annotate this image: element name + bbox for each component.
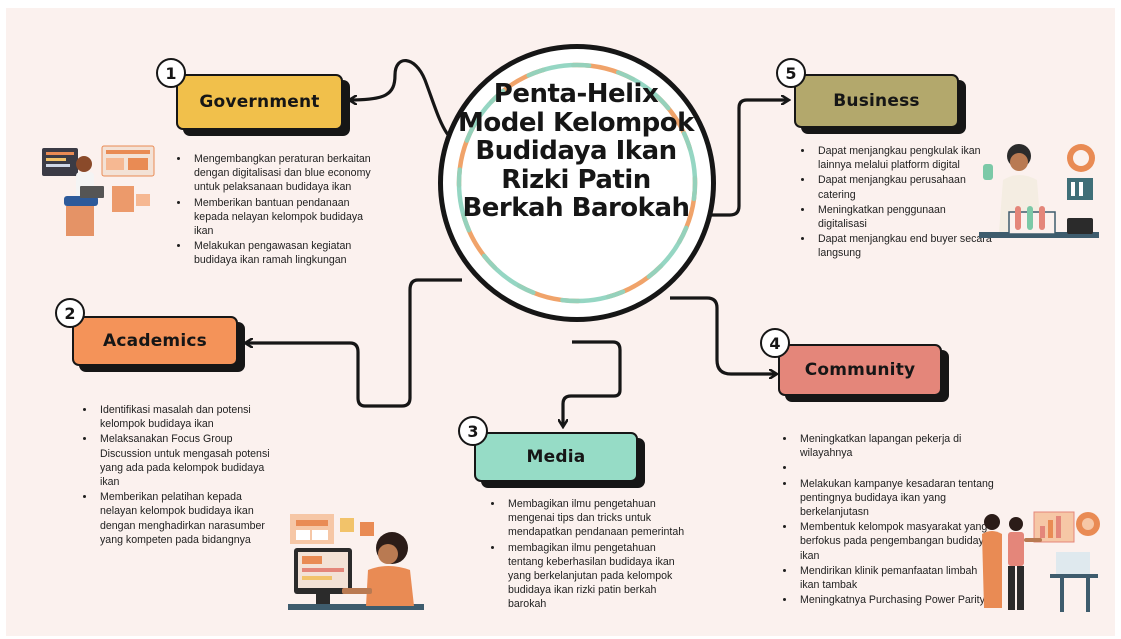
node-label-community: Community: [804, 360, 916, 380]
list-item: Memberikan pelatihan kepada nelayan kelo…: [96, 490, 276, 547]
list-item: Mengembangkan peraturan berkaitan dengan…: [190, 152, 380, 195]
list-item: Memberikan bantuan pendanaan kepada nela…: [190, 196, 380, 239]
node-label-business: Business: [833, 91, 920, 111]
list-item: [796, 461, 996, 475]
node-community: Community: [778, 344, 942, 396]
list-item: Membagikan ilmu pengetahuan mengenai tip…: [504, 497, 690, 540]
list-item: Meningkatkan penggunaan digitalisasi: [814, 203, 994, 231]
list-item: Dapat menjangkau perusahaan catering: [814, 173, 994, 201]
list-item: Identifikasi masalah dan potensi kelompo…: [96, 403, 276, 431]
person-laptop-illustration: [42, 145, 155, 236]
list-item: Dapat menjangkau end buyer secara langsu…: [814, 232, 994, 260]
node-label-academics: Academics: [103, 331, 207, 351]
connector-media: [563, 340, 622, 426]
list-item: Melakukan kampanye kesadaran tentang pen…: [796, 477, 996, 520]
academics-bullets: Identifikasi masalah dan potensi kelompo…: [82, 403, 276, 548]
business-bullets: Dapat menjangkau pengkulak ikan lainnya …: [800, 144, 994, 262]
node-business: Business: [794, 74, 959, 128]
connector-community: [670, 296, 776, 374]
list-item: membagikan ilmu pengetahuan tentang kebe…: [504, 541, 690, 612]
list-item: Meningkatkan lapangan pekerja di wilayah…: [796, 432, 996, 460]
scientist-illustration: [979, 144, 1099, 238]
connector-business: [700, 100, 788, 217]
list-item: Melaksanakan Focus Group Discussion untu…: [96, 432, 276, 489]
center-title: Penta-Helix Model Kelompok Budidaya Ikan…: [458, 79, 694, 223]
woman-computer-illustration: [288, 514, 424, 610]
node-government: Government: [176, 74, 343, 130]
list-item: Meningkatnya Purchasing Power Parity: [796, 593, 996, 607]
center-circle: [438, 44, 716, 322]
node-number-business: 5: [776, 58, 806, 88]
dashed-ring: [456, 62, 698, 304]
connector-government: [350, 59, 471, 148]
list-item: Membentuk kelompok masyarakat yang berfo…: [796, 520, 996, 563]
node-number-community: 4: [760, 328, 790, 358]
list-item: Melakukan pengawasan kegiatan budidaya i…: [190, 239, 380, 267]
list-item: Mendirikan klinik pemanfaatan limbah ika…: [796, 564, 996, 592]
connector-academics: [246, 278, 462, 408]
government-bullets: Mengembangkan peraturan berkaitan dengan…: [176, 152, 380, 269]
node-label-government: Government: [199, 92, 320, 112]
community-bullets: Meningkatkan lapangan pekerja di wilayah…: [782, 432, 996, 608]
media-bullets: Membagikan ilmu pengetahuan mengenai tip…: [490, 497, 690, 613]
list-item: Dapat menjangkau pengkulak ikan lainnya …: [814, 144, 994, 172]
team-presentation-illustration: [982, 511, 1100, 612]
node-academics: Academics: [72, 316, 238, 366]
node-number-government: 1: [156, 58, 186, 88]
node-media: Media: [474, 432, 638, 482]
node-number-media: 3: [458, 416, 488, 446]
node-number-academics: 2: [55, 298, 85, 328]
node-label-media: Media: [526, 447, 586, 467]
